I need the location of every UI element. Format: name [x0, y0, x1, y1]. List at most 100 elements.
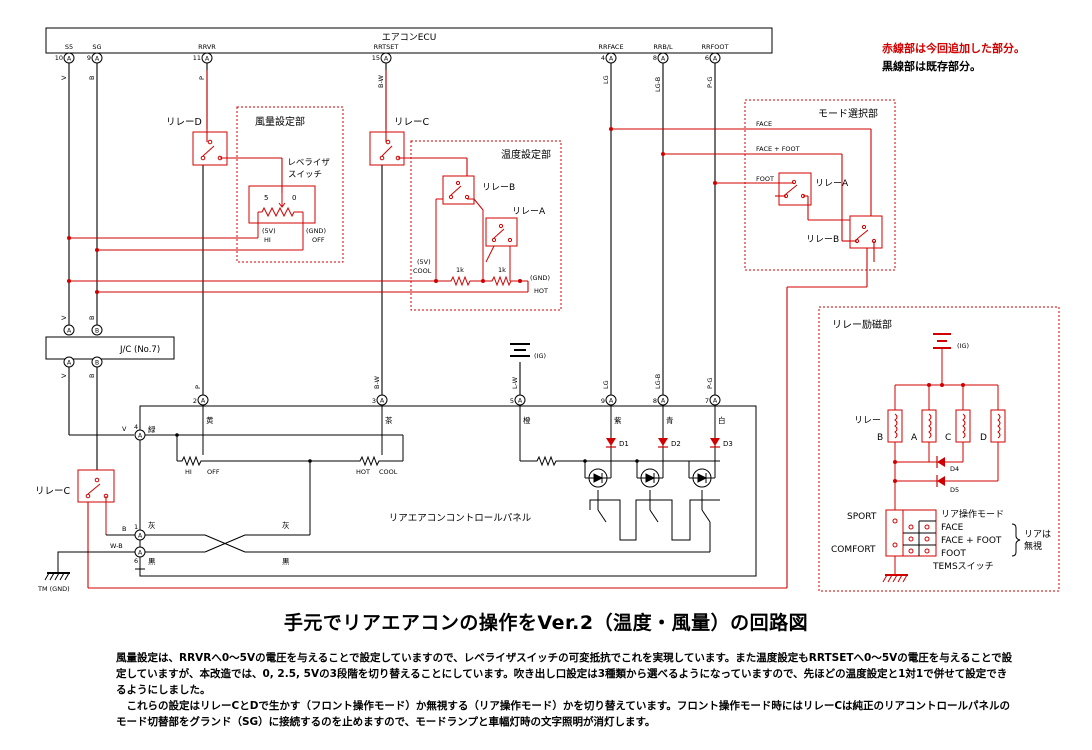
wire-label-pg-top: P-G	[706, 77, 714, 88]
diode-d5-label: D5	[950, 486, 959, 494]
coil-c-label: C	[945, 433, 951, 443]
panel-pin-7: 7	[705, 397, 709, 405]
panel-color-orange: 橙	[523, 415, 531, 425]
temp-v5: (5V)	[417, 258, 431, 266]
ecu-pin-rrfoot-num: 6	[705, 54, 709, 62]
excite-section: リレー励磁部 (IG)	[818, 306, 1060, 592]
added-wiring	[69, 70, 875, 589]
ecu-pin-rrbl-name: RRB/L	[653, 43, 673, 51]
ground-label: TM (GND)	[37, 585, 70, 593]
ecu-pin-rrtset-num: 15	[372, 54, 380, 62]
svg-text:A: A	[380, 398, 385, 405]
diode-d4-label: D4	[950, 465, 959, 473]
svg-text:A: A	[609, 56, 614, 63]
tems-face-foot: FACE + FOOT	[941, 536, 1002, 546]
leveler-tick-5: 5	[264, 194, 268, 202]
mode-section: モード選択部 FACE FACE + FOOT FOOT リレーA リレーB	[744, 99, 896, 271]
mode-section-title: モード選択部	[818, 107, 878, 120]
panel-ig: (IG)	[534, 352, 546, 360]
jc-pin-b-bottom: B	[95, 360, 99, 367]
ecu-pin-s5-num: 10	[55, 54, 63, 62]
vr2-cool: COOL	[379, 468, 398, 476]
leveler-line2: スイッチ	[288, 170, 322, 180]
mode-foot: FOOT	[756, 175, 774, 183]
tems-rear-mode: リア操作モード	[941, 508, 1004, 520]
svg-text:A: A	[138, 550, 143, 557]
excite-section-title: リレー励磁部	[832, 318, 892, 331]
mode-lamps	[588, 468, 712, 488]
mode-relay-a-label: リレーA	[815, 179, 849, 189]
ecu-pin-rrfoot-name: RRFOOT	[702, 43, 729, 51]
panel-wire-bw: B-W	[373, 375, 381, 389]
mode-relay-b	[849, 215, 883, 249]
relay-d	[192, 131, 228, 166]
coil-a-label: A	[911, 433, 918, 443]
diode-d2-label: D2	[671, 440, 681, 448]
fan-hi: HI	[264, 236, 271, 244]
panel-pin-4: 4	[134, 423, 138, 431]
leveler-line1: レベライザ	[287, 158, 330, 168]
fan-section: 風量設定部 リレーD レベライザ スイッチ 5 0 (5V) HI (GND) …	[166, 106, 344, 263]
coil-b-label: B	[877, 433, 883, 443]
temp-hot: HOT	[534, 287, 548, 295]
excite-ig: (IG)	[957, 342, 969, 350]
tems-ignore-line2: 無視	[1024, 540, 1042, 552]
relay-d-label: リレーD	[166, 117, 202, 128]
panel-color-green: 緑	[148, 424, 156, 434]
leveler-switch-label: レベライザ スイッチ	[287, 158, 332, 180]
caption-body: 風量設定は、RRVRへ0～5Vの電圧を与えることで設定していますので、レベライザ…	[116, 650, 1016, 730]
panel-wire-b: B	[122, 525, 126, 533]
excite-relay-word: リレー	[854, 416, 881, 426]
temp-cool: COOL	[413, 267, 432, 275]
panel-wire-wb: W-B	[110, 542, 123, 550]
panel-color-white: 白	[718, 415, 726, 425]
panel-color-black-right: 黒	[282, 557, 290, 566]
tems-comfort: COMFORT	[831, 545, 876, 555]
fan-off: OFF	[312, 236, 325, 244]
panel-color-gray: 灰	[148, 520, 156, 530]
panel-pin-2: 2	[193, 397, 197, 405]
caption-title: 手元でリアエアコンの操作をVer.2（温度・風量）の回路図	[283, 612, 809, 634]
panel-color-black: 黒	[148, 557, 156, 566]
jc-pin-b-top: B	[95, 328, 99, 335]
panel-pin-8: 8	[653, 397, 657, 405]
mode-face-foot: FACE + FOOT	[756, 145, 800, 153]
fan-v5: (5V)	[262, 227, 276, 235]
svg-text:A: A	[95, 56, 100, 63]
ecu-pin-rrface-num: 4	[601, 54, 605, 62]
vr1-hi: HI	[185, 468, 192, 476]
wire-label-lgb-top: LG-B	[654, 77, 662, 92]
relay-c-label: リレーC	[394, 117, 430, 128]
wire-label-lg-top: LG	[602, 75, 610, 84]
panel-wire-v: V	[122, 425, 127, 433]
mode-relay-b-label: リレーB	[806, 235, 839, 245]
caption-paragraph-1: 風量設定は、RRVRへ0～5Vの電圧を与えることで設定していますので、レベライザ…	[116, 652, 1013, 696]
panel-wire-pg: P-G	[706, 378, 714, 389]
tems-ignore: リアは 無視	[1024, 529, 1054, 552]
wire-label-p-top: P	[198, 76, 206, 80]
jc-wire-b-top: B	[88, 316, 96, 320]
fan-gnd: (GND)	[306, 227, 326, 235]
ig-battery-symbol	[510, 343, 530, 357]
panel-color-brown: 茶	[385, 415, 393, 425]
svg-text:A: A	[713, 56, 718, 63]
panel-pin-5: 5	[510, 397, 514, 405]
temp-section: 温度設定部 リレーC リレーB リレーA	[369, 117, 562, 311]
tems-switch	[882, 509, 937, 583]
temp-relay-b-label: リレーB	[482, 183, 515, 193]
svg-text:A: A	[201, 398, 206, 405]
vr1-off: OFF	[207, 468, 220, 476]
mode-face: FACE	[756, 120, 772, 128]
rear-panel-label: リアエアコンコントロールパネル	[389, 513, 532, 524]
panel-pin-6: 6	[134, 557, 138, 565]
ecu-pin-rrtset-name: RRTSET	[374, 43, 399, 51]
svg-text:A: A	[661, 56, 666, 63]
tems-ignore-line1: リアは	[1024, 529, 1051, 540]
panel-color-purple: 紫	[614, 416, 622, 425]
panel-pin-9: 9	[601, 397, 605, 405]
vr2-hot: HOT	[356, 468, 370, 476]
ecu-pin-rrface-name: RRFACE	[598, 43, 623, 51]
panel-color-blue: 青	[666, 415, 674, 425]
panel-color-gray-right: 灰	[282, 520, 290, 530]
